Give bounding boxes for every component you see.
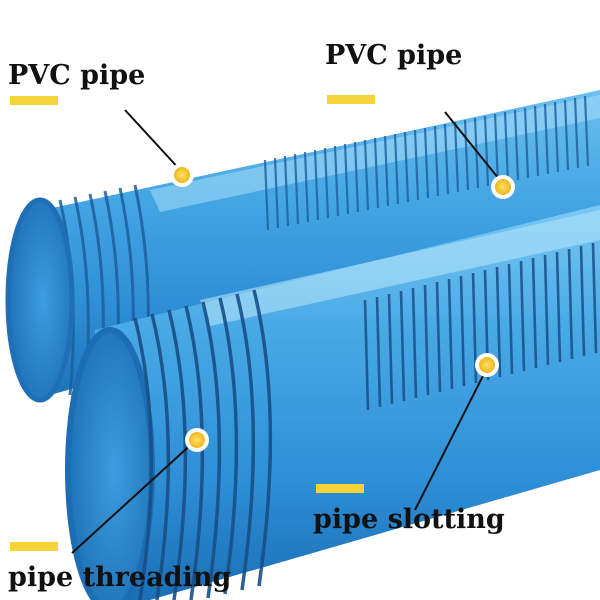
label-pipe-slotting: pipe slotting [313,504,505,535]
label-underline-bar [10,542,58,551]
label-underline-bar [10,96,58,105]
label-pvc-pipe-right: PVC pipe [325,40,463,71]
label-pipe-threading: pipe threading [8,562,232,593]
label-pvc-pipe-left: PVC pipe [8,60,146,91]
callout-lines [71,109,504,554]
front-pipe [65,205,600,600]
label-underline-bar [327,95,375,104]
callout-dots [170,163,515,452]
label-underline-bar [316,484,364,493]
